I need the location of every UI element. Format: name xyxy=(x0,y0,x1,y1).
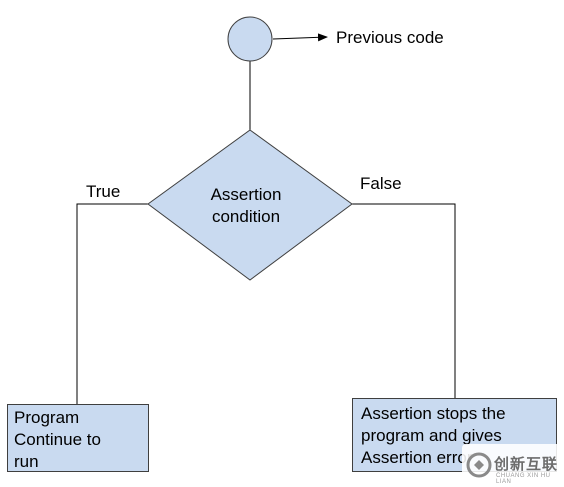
watermark-subtext: CHUANG XIN HU LIAN xyxy=(496,473,551,485)
previous-code-label: Previous code xyxy=(336,28,444,47)
decision-text-line-1: Assertion xyxy=(211,185,282,204)
false-outcome-line-1: Assertion stops the xyxy=(361,404,506,423)
decision-text-line-2: condition xyxy=(212,207,280,226)
watermark-logo-icon xyxy=(466,452,492,478)
connector-true-branch xyxy=(76,203,148,404)
watermark: 创新互联 CHUANG XIN HU LIAN xyxy=(462,444,564,487)
false-outcome-line-3: Assertion error xyxy=(361,448,473,467)
watermark-text: 创新互联 xyxy=(494,455,559,473)
true-outcome-line-1: Program xyxy=(14,408,80,427)
false-outcome-line-2: program and gives xyxy=(361,426,502,445)
arrow-to-previous-code xyxy=(272,33,328,42)
start-node xyxy=(227,16,273,62)
decision-diamond xyxy=(147,129,353,281)
true-outcome-line-3: run xyxy=(14,452,39,471)
true-outcome-line-2: Continue to xyxy=(14,430,101,449)
false-branch-label: False xyxy=(360,174,402,193)
connector-false-branch xyxy=(352,203,456,398)
true-outcome-box: Program Continue to run xyxy=(7,404,149,472)
true-branch-label: True xyxy=(86,182,120,201)
